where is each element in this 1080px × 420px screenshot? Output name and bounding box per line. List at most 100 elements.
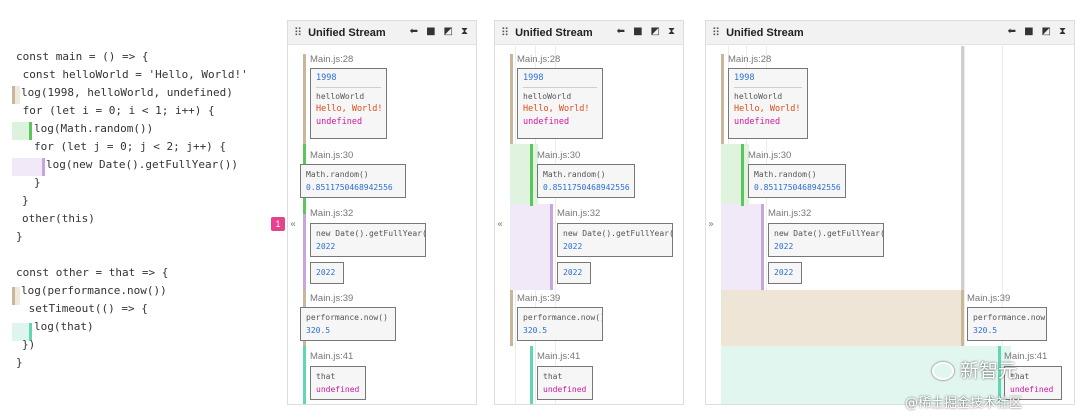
arrow-left-icon[interactable]: ⬅ [409,26,419,37]
log-card[interactable]: performance.now() 320.5 [967,307,1047,341]
source-location[interactable]: Main.js:39 [517,293,561,304]
count-badge[interactable]: 1 [271,217,285,231]
log-value: that [316,372,336,381]
log-card[interactable]: new Date().getFullYear() 2022 [768,223,884,257]
log-card[interactable]: 2022 [310,262,344,284]
drag-handle-icon[interactable]: ⠿ [294,26,303,39]
stop-icon[interactable]: ■ [1024,26,1034,37]
expand-icon[interactable]: ◩ [650,26,660,37]
highlight-band [721,290,961,346]
rail-log-date [761,204,764,290]
log-card[interactable]: Math.random() 0.8511750468942556 [300,164,406,198]
log-value: performance.now() [306,313,388,322]
log-value: Math.random() [306,170,369,179]
stop-icon[interactable]: ■ [426,26,436,37]
panel-header: ⠿ Unified Stream ⬅ ■ ◩ ⧗ [288,21,476,45]
log-card[interactable]: performance.now() 320.5 [517,307,603,341]
panel-header: ⠿ Unified Stream ⬅ ■ ◩ ⧗ [495,21,683,45]
log-card[interactable]: 1998 helloWorld Hello, World! undefined [310,68,387,139]
source-location[interactable]: Main.js:32 [768,208,812,219]
log-card[interactable]: Math.random() 0.8511750468942556 [537,164,635,198]
stop-icon[interactable]: ■ [633,26,643,37]
log-card[interactable]: 1998 helloWorld Hello, World! undefined [517,68,603,139]
log-value: 0.8511750468942556 [754,183,841,192]
collapse-icon[interactable]: ⧗ [1058,26,1066,37]
source-location[interactable]: Main.js:32 [310,208,354,219]
panel-header: ⠿ Unified Stream ⬅ ■ ◩ ⧗ [706,21,1074,45]
expand-icon[interactable]: ◩ [443,26,453,37]
log-card[interactable]: new Date().getFullYear() 2022 [310,223,426,257]
log-value: undefined [734,117,781,127]
expand-right-icon[interactable]: » [708,219,715,230]
log-card[interactable]: 1998 helloWorld Hello, World! undefined [728,68,808,139]
collapse-icon[interactable]: ⧗ [460,26,468,37]
log-value: helloWorld [523,92,572,101]
log-card[interactable]: Math.random() 0.8511750468942556 [748,164,846,198]
unified-stream-panel-1: ⠿ Unified Stream ⬅ ■ ◩ ⧗ Main.js:28 1998… [287,20,477,405]
rail-log-random [530,144,533,206]
log-value: 2022 [774,242,794,251]
rail-log-1998 [303,54,306,144]
collapse-icon[interactable]: ⧗ [667,26,675,37]
source-location[interactable]: Main.js:30 [310,150,354,161]
log-value: Hello, World! [734,104,801,114]
arrow-left-icon[interactable]: ⬅ [616,26,626,37]
code-line: for (let i = 0; i < 1; i++) { [16,104,215,117]
code-line: log(1998, helloWorld, undefined) [21,86,233,99]
code-line: }) [22,338,36,351]
watermark-site: @稀土掘金技术社区 [905,396,1023,411]
log-value: 2022 [563,268,583,277]
log-value: Hello, World! [316,104,383,114]
log-card[interactable]: that undefined [310,366,366,400]
code-line: } [16,356,23,369]
rail-log-random [741,144,744,206]
log-value: 320.5 [523,326,548,335]
source-location[interactable]: Main.js:30 [537,150,581,161]
log-card[interactable]: 2022 [768,262,802,284]
source-location[interactable]: Main.js:41 [310,351,354,362]
source-location[interactable]: Main.js:41 [537,351,581,362]
highlight-band [721,204,761,290]
drag-handle-icon[interactable]: ⠿ [712,26,721,39]
log-value: that [543,372,563,381]
collapse-left-icon[interactable]: « [290,219,297,230]
arrow-left-icon[interactable]: ⬅ [1007,26,1017,37]
log-value: 1998 [523,73,544,83]
log-value: undefined [543,385,587,394]
log-value: 0.8511750468942556 [543,183,630,192]
log-value: new Date().getFullYear() [774,229,884,238]
collapse-left-icon[interactable]: « [497,219,504,230]
source-location[interactable]: Main.js:32 [557,208,601,219]
log-value: helloWorld [734,92,783,101]
highlight-band [510,144,538,204]
log-value: 2022 [774,268,794,277]
rail-log-that [998,346,1001,404]
log-value: that [1010,372,1030,381]
source-location[interactable]: Main.js:39 [967,293,1011,304]
highlight-band [721,346,1011,404]
log-value: Math.random() [543,170,606,179]
source-location[interactable]: Main.js:30 [748,150,792,161]
rail-log-that [303,346,306,404]
log-card[interactable]: performance.now() 320.5 [300,307,396,341]
log-value: undefined [316,385,360,394]
expand-icon[interactable]: ◩ [1041,26,1051,37]
highlight-log-date [12,158,45,176]
log-value: 2022 [316,242,336,251]
source-location[interactable]: Main.js:41 [1004,351,1048,362]
log-card[interactable]: that undefined [1004,366,1062,400]
code-line: other(this) [22,212,95,225]
drag-handle-icon[interactable]: ⠿ [501,26,510,39]
source-location[interactable]: Main.js:28 [517,54,561,65]
log-card[interactable]: 2022 [557,262,591,284]
code-line: } [16,230,23,243]
source-location[interactable]: Main.js:28 [728,54,772,65]
source-location[interactable]: Main.js:28 [310,54,354,65]
rail-timeline [961,46,964,346]
panel-title: Unified Stream [308,26,386,39]
rail-log-that [530,346,533,404]
log-card[interactable]: that undefined [537,366,593,400]
source-location[interactable]: Main.js:39 [310,293,354,304]
code-line: for (let j = 0; j < 2; j++) { [34,140,227,153]
log-card[interactable]: new Date().getFullYear() 2022 [557,223,673,257]
